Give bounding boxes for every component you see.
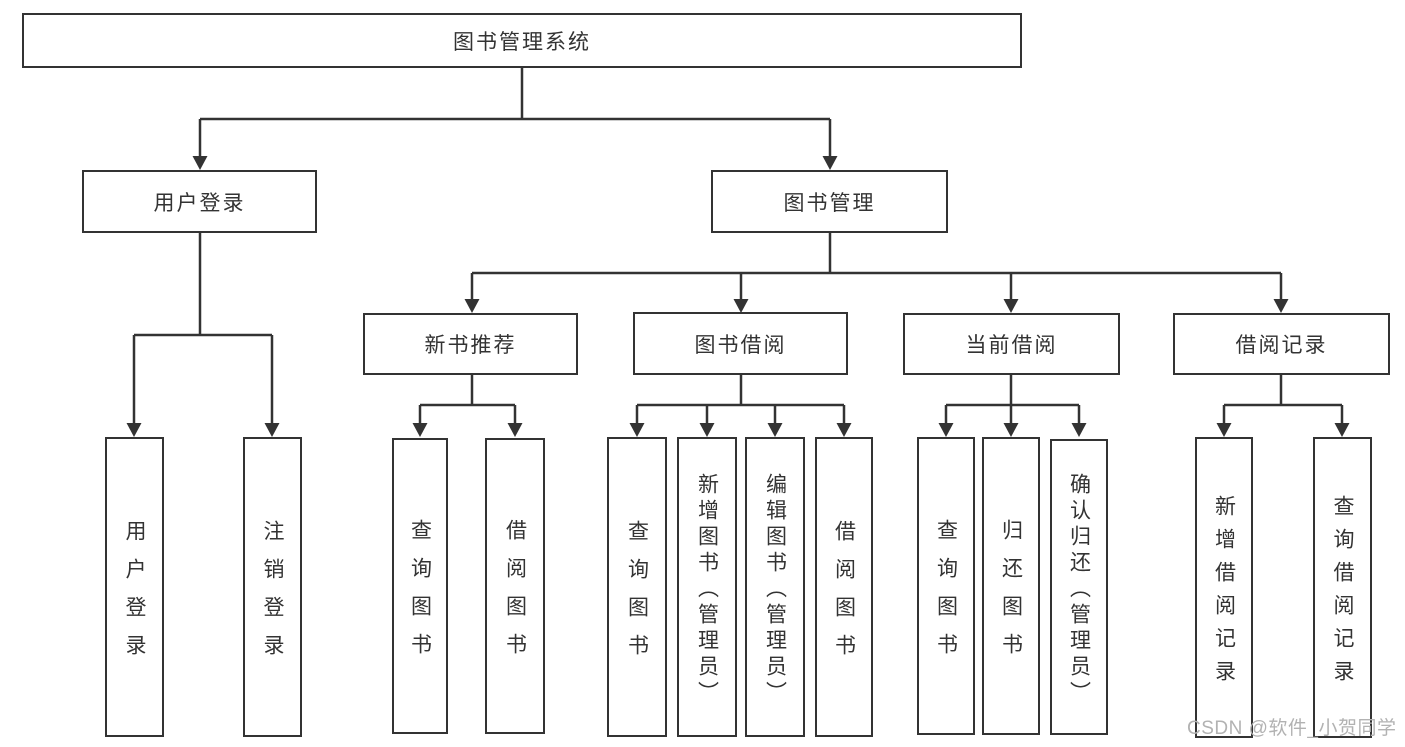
node-borrowing-records: 借阅记录	[1173, 313, 1390, 375]
node-library-management-system: 图书管理系统	[22, 13, 1022, 68]
leaf-borrow-books-borrowing: 借阅图书	[815, 437, 873, 737]
leaf-label: 借阅图书	[832, 519, 856, 672]
leaf-label: 归还图书	[999, 518, 1023, 671]
leaf-label: 查询借阅记录	[1331, 494, 1354, 693]
leaf-query-borrow-record: 查询借阅记录	[1313, 437, 1372, 738]
leaf-label: 查询图书	[625, 519, 649, 672]
leaf-return-books: 归还图书	[982, 437, 1040, 735]
leaf-query-books-current: 查询图书	[917, 437, 975, 735]
leaf-label: 查询图书	[934, 518, 958, 671]
leaf-label: 查询图书	[408, 518, 432, 671]
csdn-watermark: CSDN @软件_小贺同学	[1187, 718, 1397, 739]
leaf-label: 用户登录	[123, 519, 146, 672]
leaf-user-login: 用户登录	[105, 437, 164, 737]
leaf-edit-books-admin: 编辑图书（管理员）	[745, 437, 805, 737]
leaf-query-books-recommend: 查询图书	[392, 438, 448, 734]
node-book-management: 图书管理	[711, 170, 948, 233]
leaf-confirm-return-admin: 确认归还（管理员）	[1050, 439, 1108, 735]
leaf-label: 确认归还（管理员）	[1067, 472, 1091, 707]
leaf-label: 新增图书（管理员）	[695, 472, 719, 707]
leaf-add-borrow-record: 新增借阅记录	[1195, 437, 1253, 738]
node-new-book-recommendation: 新书推荐	[363, 313, 578, 375]
node-book-borrowing: 图书借阅	[633, 312, 848, 375]
leaf-borrow-books-recommend: 借阅图书	[485, 438, 545, 734]
leaf-logout: 注销登录	[243, 437, 302, 737]
node-current-borrowing: 当前借阅	[903, 313, 1120, 375]
leaf-label: 注销登录	[261, 519, 284, 672]
leaf-add-books-admin: 新增图书（管理员）	[677, 437, 737, 737]
leaf-label: 新增借阅记录	[1212, 494, 1236, 693]
node-user-login: 用户登录	[82, 170, 317, 233]
leaf-label: 编辑图书（管理员）	[763, 472, 787, 707]
leaf-label: 借阅图书	[503, 518, 527, 671]
leaf-query-books-borrowing: 查询图书	[607, 437, 667, 737]
